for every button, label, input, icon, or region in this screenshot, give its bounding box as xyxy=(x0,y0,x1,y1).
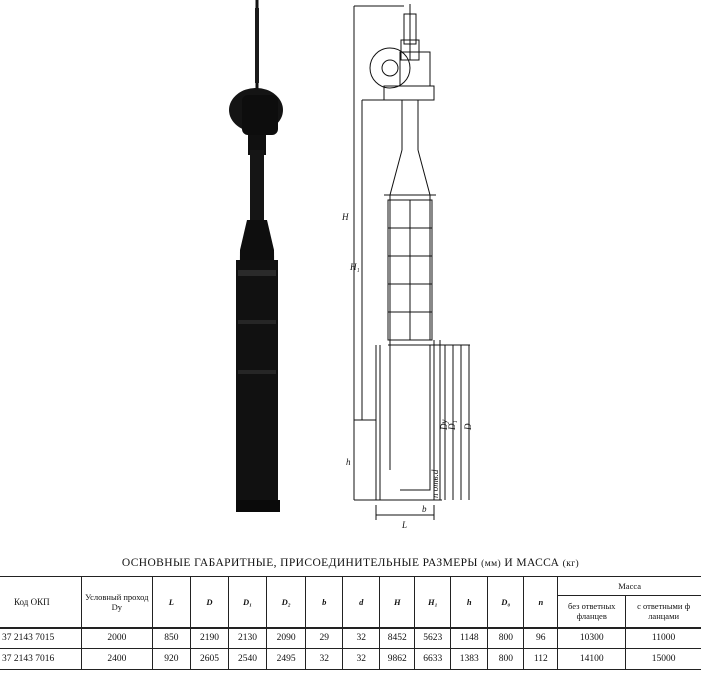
table-caption: ОСНОВНЫЕ ГАБАРИТНЫЕ, ПРИСОЕДИНИТЕЛЬНЫЕ Р… xyxy=(0,557,701,569)
dim-label-b: b xyxy=(422,504,427,514)
cell-H1: 6633 xyxy=(414,648,452,670)
header-L: L xyxy=(151,576,191,628)
cell-D2: 2090 xyxy=(266,626,307,649)
header-H: H xyxy=(379,576,416,628)
valve-photo xyxy=(229,0,283,512)
header-b: b xyxy=(305,576,344,628)
cell-d: 32 xyxy=(342,626,381,649)
header-mass-without: без ответных фланцев xyxy=(557,595,627,628)
header-H1: H₁ xyxy=(414,576,452,628)
cell-D2: 2495 xyxy=(266,648,307,670)
cell-mass-without: 14100 xyxy=(557,648,627,670)
header-h: h xyxy=(450,576,489,628)
cell-h: 1148 xyxy=(450,626,489,649)
caption-main: ОСНОВНЫЕ ГАБАРИТНЫЕ, ПРИСОЕДИНИТЕЛЬНЫЕ Р… xyxy=(121,557,478,569)
cell-mass-with: 11000 xyxy=(625,626,701,649)
dim-label-H1: H₁ xyxy=(349,262,360,272)
header-mass-with: с ответными ф ланцами xyxy=(625,595,701,628)
cell-H: 9862 xyxy=(379,648,416,670)
cell-n: 96 xyxy=(523,626,559,649)
dimensions-table: Код ОКП Условный проход Dу L D D₁ D₂ b d… xyxy=(0,576,701,670)
cell-code: 37 2143 7015 xyxy=(0,626,82,649)
header-D0: D₀ xyxy=(487,576,525,628)
cell-D: 2190 xyxy=(189,626,229,649)
dim-label-L: L xyxy=(401,520,407,530)
cell-d: 32 xyxy=(342,648,381,670)
header-D: D xyxy=(189,576,229,628)
valve-drawing: H H₁ h L b Dу D₁ D n отв.d xyxy=(341,4,473,530)
cell-L: 850 xyxy=(151,626,191,649)
cell-mass-with: 15000 xyxy=(625,648,701,670)
cell-H1: 5623 xyxy=(414,626,452,649)
header-d: d xyxy=(342,576,381,628)
cell-b: 32 xyxy=(305,648,344,670)
cell-b: 29 xyxy=(305,626,344,649)
header-dn: Условный проход Dу xyxy=(80,576,153,628)
caption-unit-kg: (кг) xyxy=(562,559,580,569)
dim-label-holes: n отв.d xyxy=(430,469,440,498)
caption-and-mass: И МАССА xyxy=(504,557,560,569)
dim-label-h: h xyxy=(346,457,351,467)
table-row: 37 2143 7016 2400 920 2605 2540 2495 32 … xyxy=(0,648,701,670)
header-D2: D₂ xyxy=(266,576,307,628)
cell-mass-without: 10300 xyxy=(557,626,627,649)
cell-L: 920 xyxy=(151,648,191,670)
cell-D: 2605 xyxy=(189,648,229,670)
cell-D0: 800 xyxy=(487,626,525,649)
header-mass: Масса xyxy=(557,576,701,596)
cell-h: 1383 xyxy=(450,648,489,670)
cell-dn: 2400 xyxy=(80,648,153,670)
dim-label-D: D xyxy=(463,423,473,431)
header-D1: D₁ xyxy=(227,576,268,628)
cell-n: 112 xyxy=(523,648,559,670)
dim-label-Du: Dу xyxy=(439,420,449,432)
dim-label-D1: D₁ xyxy=(447,420,457,431)
cell-D1: 2130 xyxy=(227,626,268,649)
cell-code: 37 2143 7016 xyxy=(0,648,82,670)
header-n: n xyxy=(523,576,559,628)
table-row: 37 2143 7015 2000 850 2190 2130 2090 29 … xyxy=(0,626,701,649)
dim-label-H: H xyxy=(341,212,349,222)
cell-D1: 2540 xyxy=(227,648,268,670)
cell-D0: 800 xyxy=(487,648,525,670)
cell-H: 8452 xyxy=(379,626,416,649)
cell-dn: 2000 xyxy=(80,626,153,649)
caption-unit-mm: (мм) xyxy=(481,559,502,569)
header-code: Код ОКП xyxy=(0,576,82,628)
